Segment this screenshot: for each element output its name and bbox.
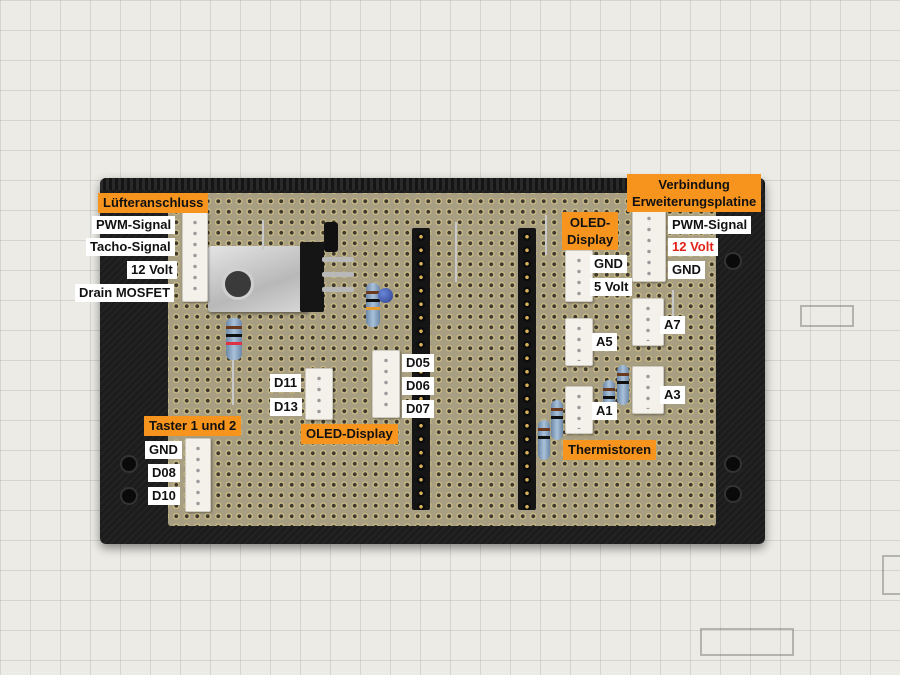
expansion-title: Verbindung Erweiterungsplatine <box>627 174 762 212</box>
resistor <box>551 400 563 440</box>
capacitor <box>378 288 393 303</box>
buttons-pin-gnd: GND <box>145 441 182 459</box>
expansion-connector-a7 <box>632 298 664 346</box>
expansion-pin-pwm: PWM-Signal <box>668 216 752 234</box>
buttons-pin-d10: D10 <box>148 487 180 505</box>
oled-connector-center-right <box>372 350 400 418</box>
thermistors-title: Thermistoren <box>563 440 657 460</box>
fan-pin-12v: 12 Volt <box>127 261 177 279</box>
pin-header-right <box>518 228 536 510</box>
fan-connector-title: Lüfteranschluss <box>98 193 209 213</box>
mosfet-body <box>300 242 324 312</box>
thermistor-connector-a5 <box>565 318 593 366</box>
button-connector <box>185 438 211 512</box>
oled-right-title: OLED- Display <box>562 212 619 250</box>
expansion-pin-gnd: GND <box>668 261 705 279</box>
resistor <box>366 283 380 327</box>
frame-top-edge <box>100 178 765 190</box>
expansion-title-line2: Erweiterungsplatine <box>632 194 757 209</box>
wire <box>545 215 547 255</box>
mounting-hole <box>120 487 138 505</box>
mosfet-mounting-hole <box>222 268 254 300</box>
buttons-pin-d08: D08 <box>148 464 180 482</box>
oled-right-title-line1: OLED- <box>569 215 611 230</box>
mounting-hole <box>724 252 742 270</box>
mosfet-leg <box>322 287 354 292</box>
oled-connector-center-left <box>305 368 333 420</box>
thermistor-connector-a1 <box>565 386 593 434</box>
expansion-connector-a3 <box>632 366 664 414</box>
oled-pin-d05: D05 <box>402 354 434 372</box>
pencil-sketch <box>882 555 900 595</box>
fan-pin-tacho: Tacho-Signal <box>86 238 175 256</box>
oled-right-pin-gnd: GND <box>590 255 627 273</box>
oled-pin-d07: D07 <box>402 400 434 418</box>
mounting-hole <box>724 485 742 503</box>
oled-right-title-line2: Display <box>567 232 614 247</box>
mounting-hole <box>120 455 138 473</box>
fan-pin-drain: Drain MOSFET <box>75 284 175 302</box>
expansion-pin-a7: A7 <box>660 316 685 334</box>
wire <box>455 222 457 282</box>
oled-right-pin-5v: 5 Volt <box>590 278 633 296</box>
oled-pin-d11: D11 <box>270 374 302 392</box>
wire <box>262 220 264 250</box>
resistor <box>538 420 550 460</box>
pencil-sketch <box>800 305 854 327</box>
oled-pin-d06: D06 <box>402 377 434 395</box>
oled-pin-d13: D13 <box>270 398 302 416</box>
thermistor-pin-a1: A1 <box>592 402 617 420</box>
thermistor-pin-a5: A5 <box>592 333 617 351</box>
oled-center-title: OLED-Display <box>301 424 398 444</box>
wire <box>672 290 674 330</box>
diode-component <box>324 222 338 252</box>
resistor <box>226 318 242 360</box>
mounting-hole <box>724 455 742 473</box>
oled-connector-right <box>565 250 593 302</box>
fan-pin-pwm: PWM-Signal <box>92 216 176 234</box>
expansion-title-line1: Verbindung <box>658 177 730 192</box>
expansion-connector <box>632 208 666 282</box>
mosfet-leg <box>322 257 354 262</box>
mosfet-leg <box>322 272 354 277</box>
buttons-title: Taster 1 und 2 <box>144 416 242 436</box>
expansion-pin-12v: 12 Volt <box>668 238 718 256</box>
wire <box>232 360 234 405</box>
resistor <box>617 365 629 405</box>
fan-connector <box>182 212 208 302</box>
pencil-sketch <box>700 628 794 656</box>
expansion-pin-a3: A3 <box>660 386 685 404</box>
